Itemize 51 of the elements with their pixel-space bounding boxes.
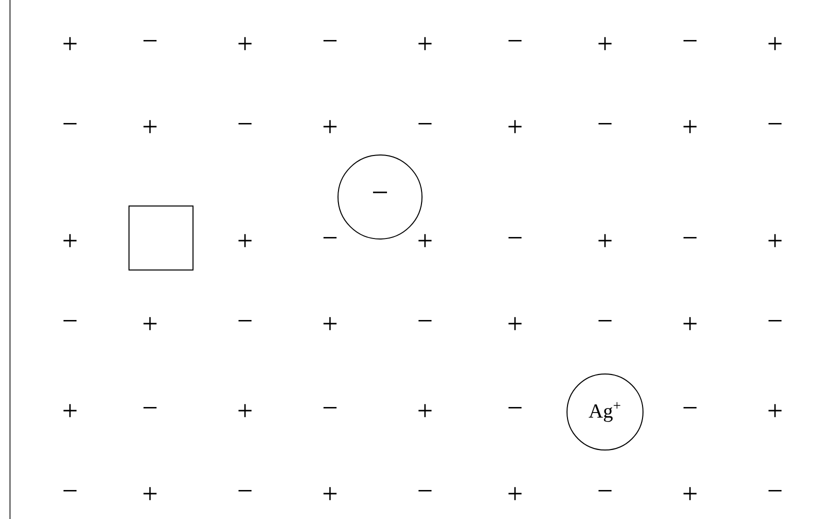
charge-sign: +: [684, 317, 697, 330]
charge-sign: +: [598, 234, 612, 248]
charge-sign: +: [64, 37, 77, 50]
charge-sign: +: [324, 487, 337, 500]
charge-sign: +: [418, 37, 432, 50]
charge-sign: +: [418, 404, 432, 418]
charge-sign: +: [324, 120, 337, 134]
charge-sign: +: [144, 317, 157, 330]
charge-sign: −: [684, 407, 697, 408]
charge-sign: +: [768, 234, 782, 248]
charge-sign: −: [418, 320, 432, 322]
charge-sign: +: [144, 487, 157, 500]
charge-sign: +: [508, 317, 522, 330]
charge-sign: +: [324, 317, 337, 330]
charge-sign: −: [238, 123, 252, 124]
charge-sign: −: [144, 407, 157, 408]
charge-sign: +: [238, 37, 252, 50]
charge-sign: +: [768, 37, 782, 50]
charge-sign: +: [64, 404, 77, 418]
charge-sign: −: [418, 490, 432, 492]
charge-sign: −: [508, 407, 522, 408]
charge-sign: −: [238, 490, 252, 492]
charge-sign: −: [768, 123, 782, 124]
charge-sign: +: [64, 234, 77, 248]
charge-sign: −: [508, 237, 522, 238]
charge-sign: −: [768, 320, 782, 322]
charge-sign: −: [684, 40, 697, 42]
charge-sign: −: [324, 407, 337, 408]
charge-sign: +: [508, 487, 522, 500]
charge-sign: −: [144, 40, 157, 42]
charge-sign: −: [598, 490, 612, 492]
charge-sign: +: [598, 37, 612, 50]
charge-sign: +: [508, 120, 522, 134]
charge-sign: −: [418, 123, 432, 124]
charge-sign: +: [768, 404, 782, 418]
charge-sign: −: [238, 320, 252, 322]
charge-sign: +: [684, 120, 697, 134]
charge-sign: −: [768, 490, 782, 492]
charge-sign: −: [598, 320, 612, 322]
charge-sign: −: [64, 490, 77, 492]
charge-sign: −: [508, 40, 522, 42]
charge-sign: +: [238, 234, 252, 248]
charge-sign: −: [64, 123, 77, 124]
charge-sign: −: [64, 320, 77, 322]
vacancy-square: [128, 206, 194, 270]
charge-sign: −: [598, 123, 612, 124]
charge-sign: +: [684, 487, 697, 500]
charge-sign: −: [684, 237, 697, 238]
charge-sign: +: [238, 404, 252, 418]
charge-sign: −: [324, 40, 337, 42]
charge-sign: +: [144, 120, 157, 134]
